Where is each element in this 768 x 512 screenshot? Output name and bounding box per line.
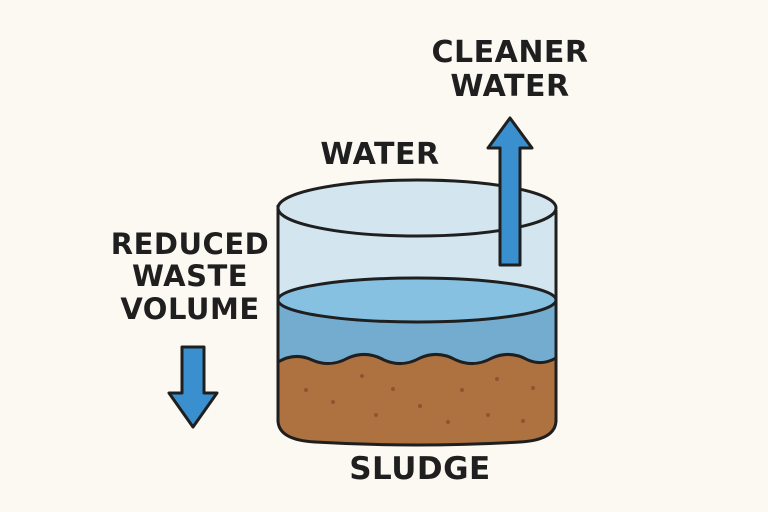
arrow-down-icon (167, 345, 219, 429)
reduced-line2: WASTE (131, 259, 249, 294)
reduced-waste-volume-label: REDUCED WASTE VOLUME (100, 227, 280, 326)
arrow-up-icon (486, 116, 534, 267)
water-surface (276, 276, 558, 324)
sludge-particles (304, 374, 535, 424)
sludge-label: SLUDGE (349, 451, 491, 487)
cleaner-water-line2: WATER (450, 68, 570, 104)
sludge-layer (276, 353, 558, 447)
water-label: WATER (320, 137, 440, 172)
reduced-line3: VOLUME (120, 291, 260, 326)
cleaner-water-line1: CLEANER (431, 35, 589, 70)
tank-top-rim (276, 178, 558, 238)
reduced-line1: REDUCED (110, 227, 270, 261)
cleaner-water-label: CLEANER WATER (430, 36, 590, 103)
